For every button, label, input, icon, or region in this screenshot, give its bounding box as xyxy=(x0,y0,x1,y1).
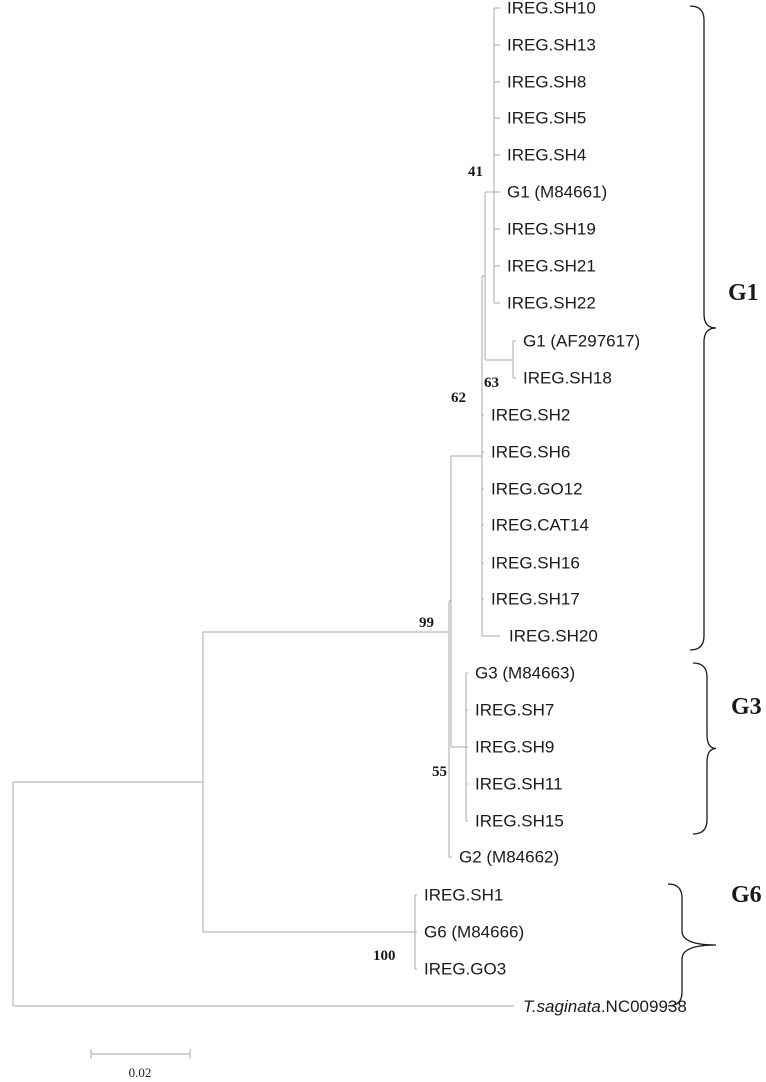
leaf-label-sh2: IREG.SH2 xyxy=(491,406,570,425)
leaf-label-g6m: G6 (M84666) xyxy=(424,923,524,942)
leaf-label-go3: IREG.GO3 xyxy=(424,960,506,979)
leaf-label-sh18: IREG.SH18 xyxy=(523,369,612,388)
bootstrap-99: 99 xyxy=(419,615,434,631)
scale-bar-label: 0.02 xyxy=(129,1065,152,1080)
tree-branches xyxy=(12,7,516,1007)
leaf-label-sh4: IREG.SH4 xyxy=(507,146,586,165)
leaf-label-g3m: G3 (M84663) xyxy=(475,664,575,683)
leaf-label-sh20: IREG.SH20 xyxy=(509,627,598,646)
brace-g6 xyxy=(667,883,717,1007)
brace-g3 xyxy=(692,662,717,835)
leaf-label-sh1: IREG.SH1 xyxy=(424,886,503,905)
leaf-label-sh21: IREG.SH21 xyxy=(507,257,596,276)
group-label-g3: G3 xyxy=(731,694,762,720)
bootstrap-55: 55 xyxy=(432,764,447,780)
group-label-g6: G6 xyxy=(731,882,762,908)
group-label-g1: G1 xyxy=(728,280,759,306)
brace-g1 xyxy=(689,5,717,651)
leaf-label-sh10: IREG.SH10 xyxy=(507,0,596,18)
leaf-label-sh13: IREG.SH13 xyxy=(507,36,596,55)
leaf-label-g1m: G1 (M84661) xyxy=(507,183,607,202)
leaf-label-italic: T.saginata xyxy=(523,997,601,1016)
leaf-label-sh19: IREG.SH19 xyxy=(507,220,596,239)
leaf-label-sh8: IREG.SH8 xyxy=(507,73,586,92)
bootstrap-values: 41 63 62 99 55 100 xyxy=(373,164,499,964)
leaf-label-sh17: IREG.SH17 xyxy=(491,590,580,609)
leaf-label-sh22: IREG.SH22 xyxy=(507,294,596,313)
leaf-label-g1af: G1 (AF297617) xyxy=(523,332,640,351)
bootstrap-62: 62 xyxy=(451,390,466,406)
scale-bar: 0.02 xyxy=(90,1049,191,1080)
leaf-label-sh7: IREG.SH7 xyxy=(475,701,554,720)
leaf-label-sh5: IREG.SH5 xyxy=(507,109,586,128)
leaf-label-sh15: IREG.SH15 xyxy=(475,812,564,831)
leaf-label-sh9: IREG.SH9 xyxy=(475,738,554,757)
leaf-label-tsag: T.saginata.NC009938 xyxy=(523,997,687,1016)
leaf-label-plain: .NC009938 xyxy=(601,997,687,1016)
leaf-label-g2m: G2 (M84662) xyxy=(459,848,559,867)
bootstrap-63: 63 xyxy=(484,375,499,391)
leaf-labels: IREG.SH10IREG.SH13IREG.SH8IREG.SH5IREG.S… xyxy=(424,0,687,1016)
leaf-label-sh6: IREG.SH6 xyxy=(491,443,570,462)
leaf-label-sh16: IREG.SH16 xyxy=(491,554,580,573)
leaf-label-go12: IREG.GO12 xyxy=(491,480,583,499)
bootstrap-41: 41 xyxy=(468,164,483,180)
leaf-label-sh11: IREG.SH11 xyxy=(475,775,563,794)
bootstrap-100: 100 xyxy=(373,948,396,964)
leaf-label-cat14: IREG.CAT14 xyxy=(491,516,589,535)
